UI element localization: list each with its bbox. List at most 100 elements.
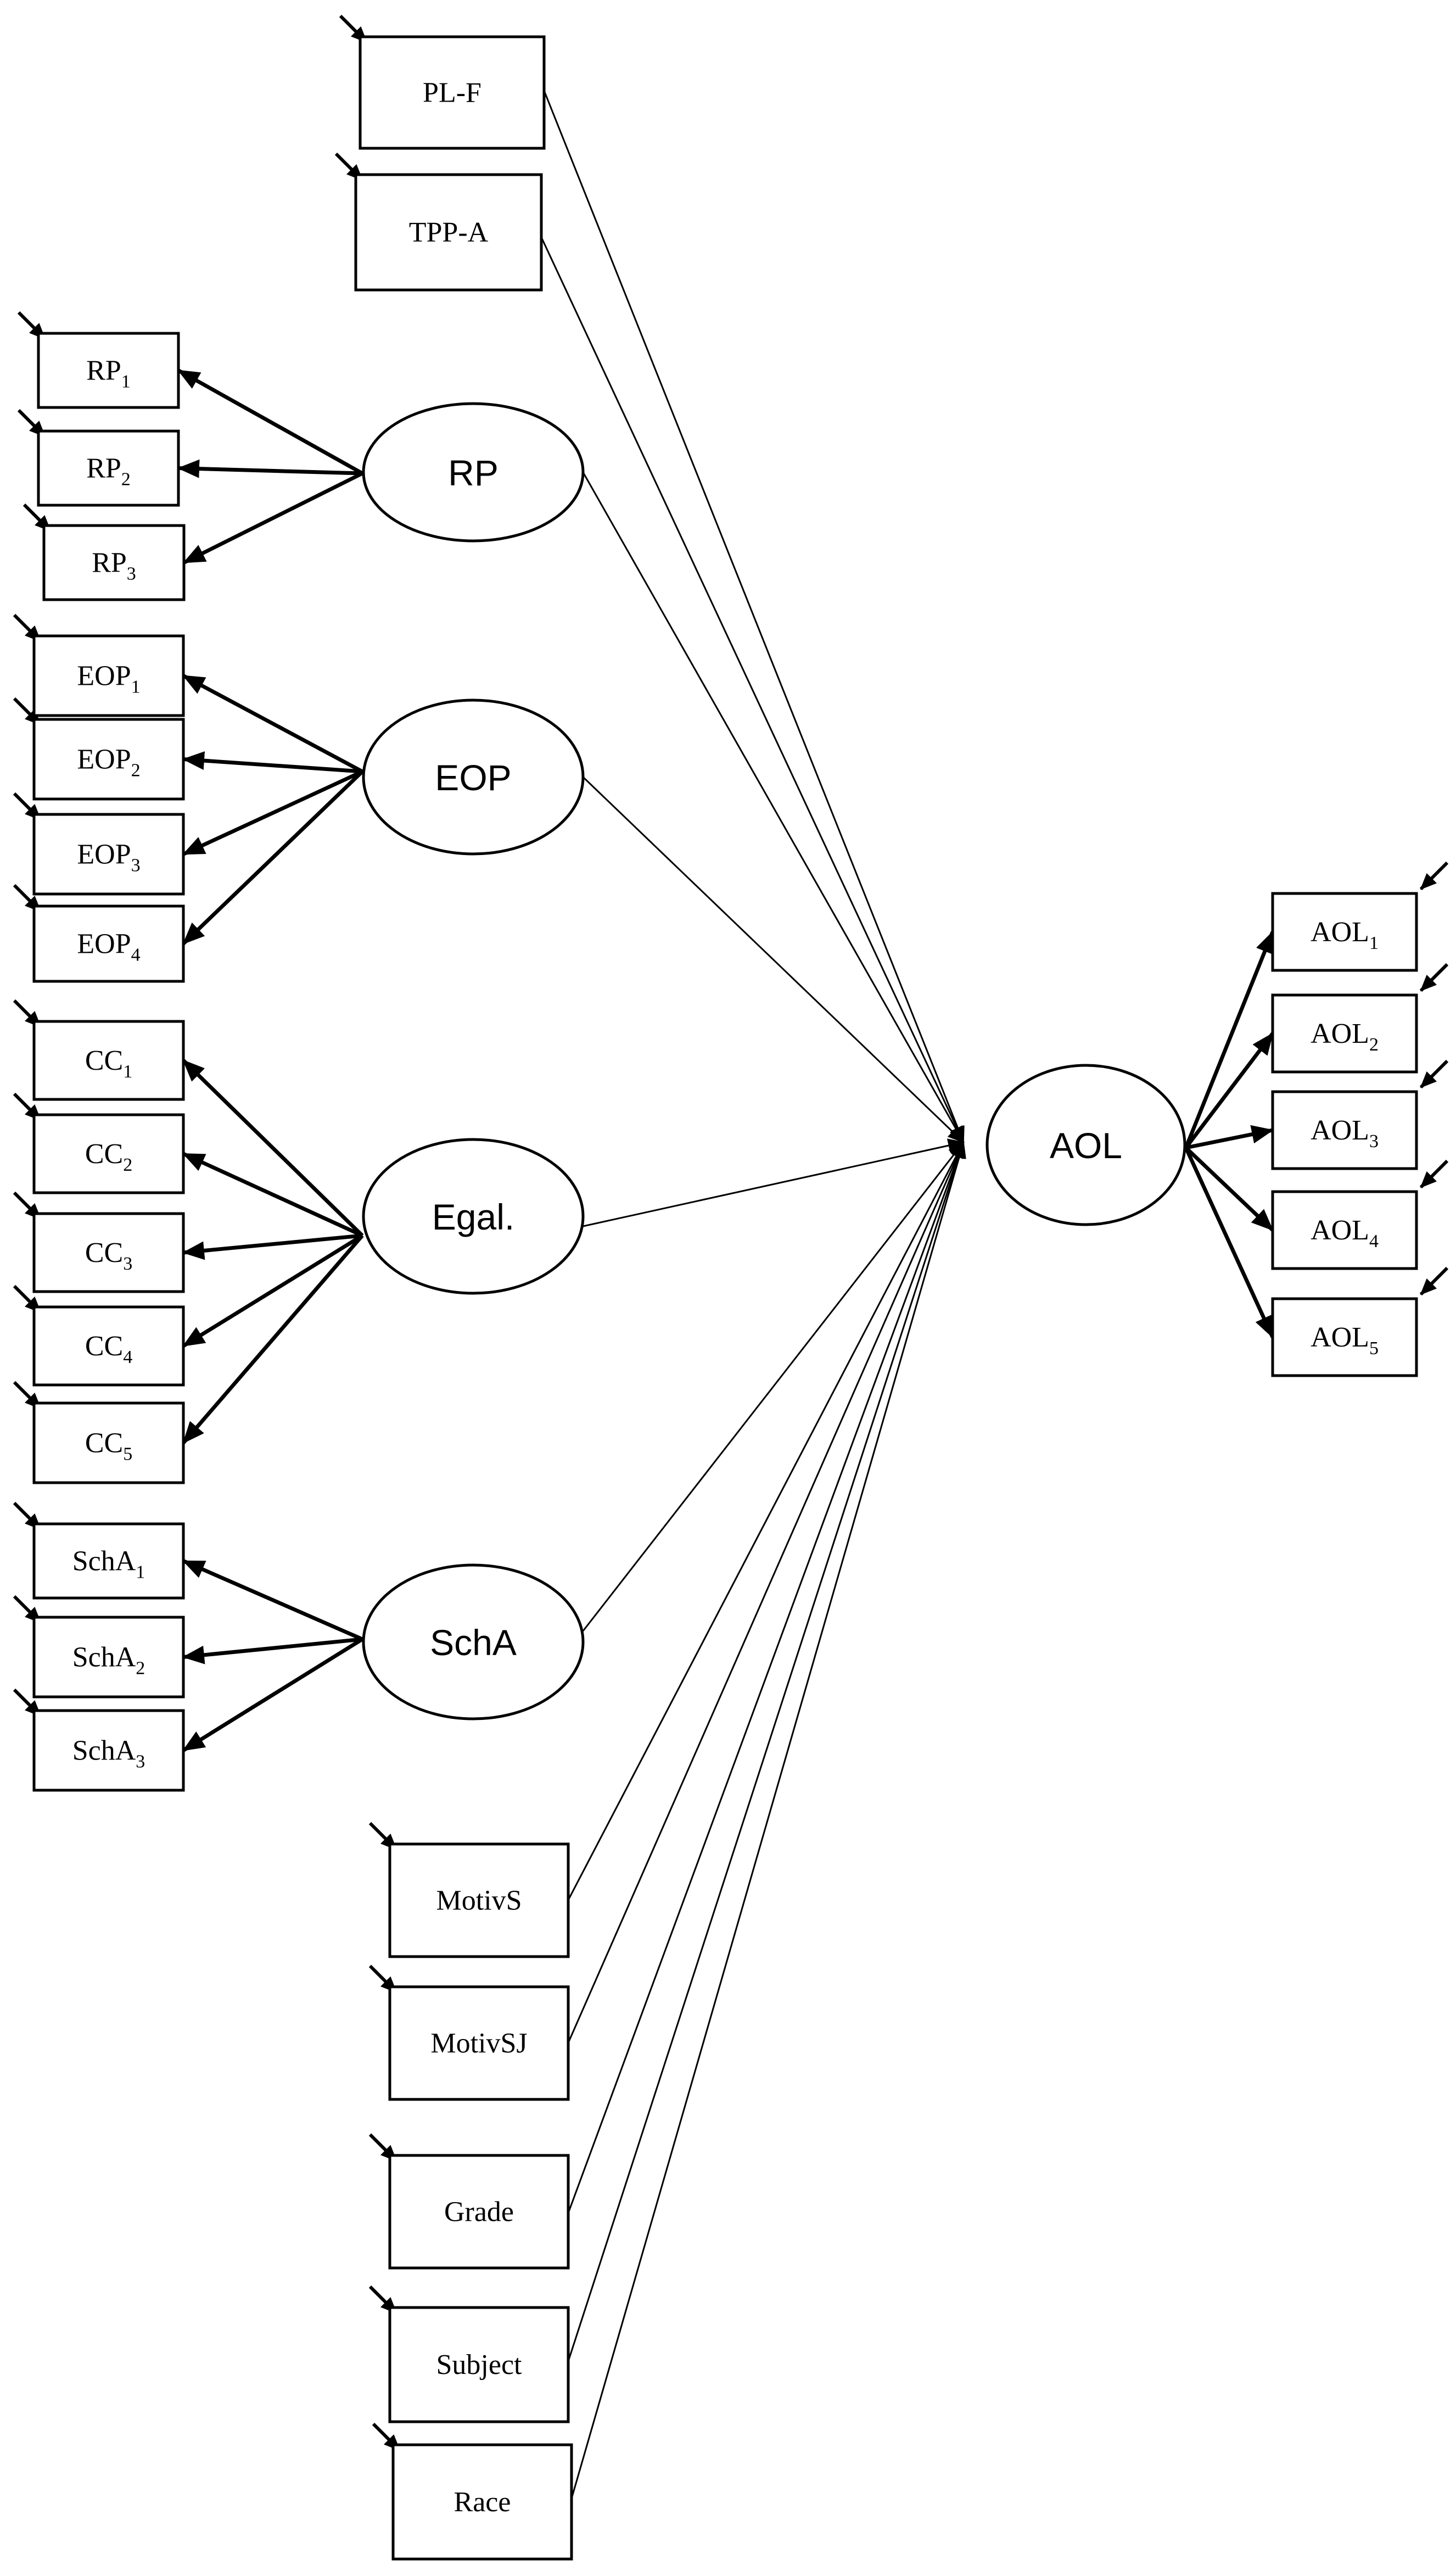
label-plf: PL-F bbox=[423, 77, 481, 109]
label-scha2: SchA2 bbox=[72, 1642, 145, 1679]
factor-scha: SchA bbox=[362, 1563, 585, 1720]
label-eop3: EOP3 bbox=[77, 839, 140, 876]
node-rp2: RP2 bbox=[37, 429, 180, 507]
box-scha1 bbox=[32, 1522, 185, 1600]
error-arrow-aol2 bbox=[1419, 963, 1449, 992]
ellipse-eop bbox=[362, 699, 585, 856]
factor-loadings bbox=[177, 368, 1275, 1752]
loading-aol1 bbox=[1184, 931, 1275, 1149]
box-motivsj bbox=[388, 1985, 570, 2101]
loading-eop1 bbox=[182, 674, 363, 774]
factor-label-rp: RP bbox=[448, 452, 499, 493]
loading-eop4 bbox=[182, 770, 364, 946]
error-arrow-aol1 bbox=[1419, 861, 1449, 891]
path-plf-to-aol bbox=[543, 90, 965, 1143]
loading-rp3 bbox=[183, 471, 363, 565]
box-cc5 bbox=[32, 1401, 185, 1484]
label-eop4: EOP4 bbox=[77, 929, 140, 965]
label-aol2: AOL2 bbox=[1311, 1018, 1379, 1055]
loading-aol4 bbox=[1184, 1146, 1274, 1232]
path-scha-to-aol bbox=[582, 1141, 965, 1632]
loading-aol5 bbox=[1184, 1147, 1275, 1338]
label-cc3: CC3 bbox=[85, 1237, 132, 1274]
label-aol4: AOL4 bbox=[1311, 1215, 1379, 1252]
box-scha2 bbox=[32, 1616, 185, 1699]
path-subject-to-aol bbox=[567, 1141, 966, 2362]
label-cc2: CC2 bbox=[85, 1138, 132, 1175]
node-eop1: EOP1 bbox=[32, 634, 185, 717]
error-terms bbox=[13, 14, 1449, 2452]
loading-aol3 bbox=[1185, 1125, 1274, 1150]
node-motivsj: MotivSJ bbox=[388, 1985, 570, 2101]
node-aol5: AOL5 bbox=[1271, 1297, 1418, 1377]
label-aol5: AOL5 bbox=[1311, 1322, 1379, 1359]
loading-rp1 bbox=[177, 368, 363, 476]
node-aol3: AOL3 bbox=[1271, 1090, 1418, 1170]
loading-cc5 bbox=[182, 1234, 364, 1444]
error-arrow-aol3 bbox=[1419, 1059, 1449, 1089]
loading-scha1 bbox=[182, 1559, 363, 1641]
box-cc1 bbox=[32, 1020, 185, 1101]
path-tppa-to-aol bbox=[540, 237, 965, 1143]
label-cc5: CC5 bbox=[85, 1428, 132, 1465]
box-race bbox=[391, 2443, 573, 2561]
path-motivsj-to-aol bbox=[567, 1141, 965, 2043]
box-rp3 bbox=[42, 524, 186, 601]
box-motivs bbox=[388, 1842, 570, 1958]
label-grade: Grade bbox=[444, 2197, 514, 2228]
node-motivs: MotivS bbox=[388, 1842, 570, 1958]
node-rp3: RP3 bbox=[42, 524, 186, 601]
node-race: Race bbox=[391, 2443, 573, 2561]
ellipse-rp bbox=[362, 402, 585, 543]
label-aol3: AOL3 bbox=[1311, 1115, 1379, 1152]
label-tppa: TPP-A bbox=[409, 217, 489, 248]
label-rp1: RP1 bbox=[86, 355, 131, 392]
label-rp3: RP3 bbox=[92, 547, 136, 584]
path-race-to-aol bbox=[570, 1141, 966, 2499]
loading-eop3 bbox=[182, 769, 363, 856]
path-rp-to-aol bbox=[582, 472, 965, 1143]
label-eop2: EOP2 bbox=[77, 744, 140, 781]
loading-rp2 bbox=[177, 459, 363, 478]
label-cc4: CC4 bbox=[85, 1331, 132, 1367]
factor-rp: RP bbox=[362, 402, 585, 543]
box-cc3 bbox=[32, 1212, 185, 1293]
factor-label-aol: AOL bbox=[1050, 1125, 1122, 1166]
factor-eop: EOP bbox=[362, 699, 585, 856]
node-cc5: CC5 bbox=[32, 1401, 185, 1484]
structural-paths bbox=[540, 90, 966, 2499]
ellipse-scha bbox=[362, 1563, 585, 1720]
box-plf bbox=[359, 35, 546, 150]
box-aol1 bbox=[1271, 892, 1418, 972]
loading-aol2 bbox=[1184, 1032, 1274, 1149]
label-eop1: EOP1 bbox=[77, 661, 140, 697]
label-aol1: AOL1 bbox=[1311, 917, 1379, 953]
node-rp1: RP1 bbox=[37, 332, 180, 409]
box-aol2 bbox=[1271, 993, 1418, 1074]
path-grade-to-aol bbox=[567, 1141, 965, 2214]
box-subject bbox=[388, 2306, 570, 2423]
factor-aol: AOL bbox=[985, 1064, 1186, 1226]
loading-cc1 bbox=[182, 1059, 364, 1237]
factor-label-scha: SchA bbox=[430, 1622, 517, 1663]
error-arrow-aol4 bbox=[1419, 1159, 1449, 1189]
box-aol3 bbox=[1271, 1090, 1418, 1170]
label-motivs: MotivS bbox=[436, 1885, 522, 1917]
node-aol1: AOL1 bbox=[1271, 892, 1418, 972]
box-aol4 bbox=[1271, 1190, 1418, 1270]
node-cc1: CC1 bbox=[32, 1020, 185, 1101]
node-eop4: EOP4 bbox=[32, 904, 185, 983]
error-arrow-aol5 bbox=[1419, 1266, 1449, 1296]
loading-scha3 bbox=[182, 1638, 363, 1752]
path-motivs-to-aol bbox=[567, 1141, 965, 1901]
loading-scha2 bbox=[182, 1637, 363, 1664]
node-scha2: SchA2 bbox=[32, 1616, 185, 1699]
node-tppa: TPP-A bbox=[354, 173, 543, 292]
nodes: PL-FTPP-AMotivSMotivSJGradeSubjectRaceRP… bbox=[32, 35, 1418, 2561]
node-cc3: CC3 bbox=[32, 1212, 185, 1293]
loading-cc4 bbox=[182, 1234, 363, 1348]
box-scha3 bbox=[32, 1709, 185, 1792]
ellipse-egal bbox=[362, 1138, 585, 1295]
path-egal-to-aol bbox=[583, 1138, 965, 1227]
